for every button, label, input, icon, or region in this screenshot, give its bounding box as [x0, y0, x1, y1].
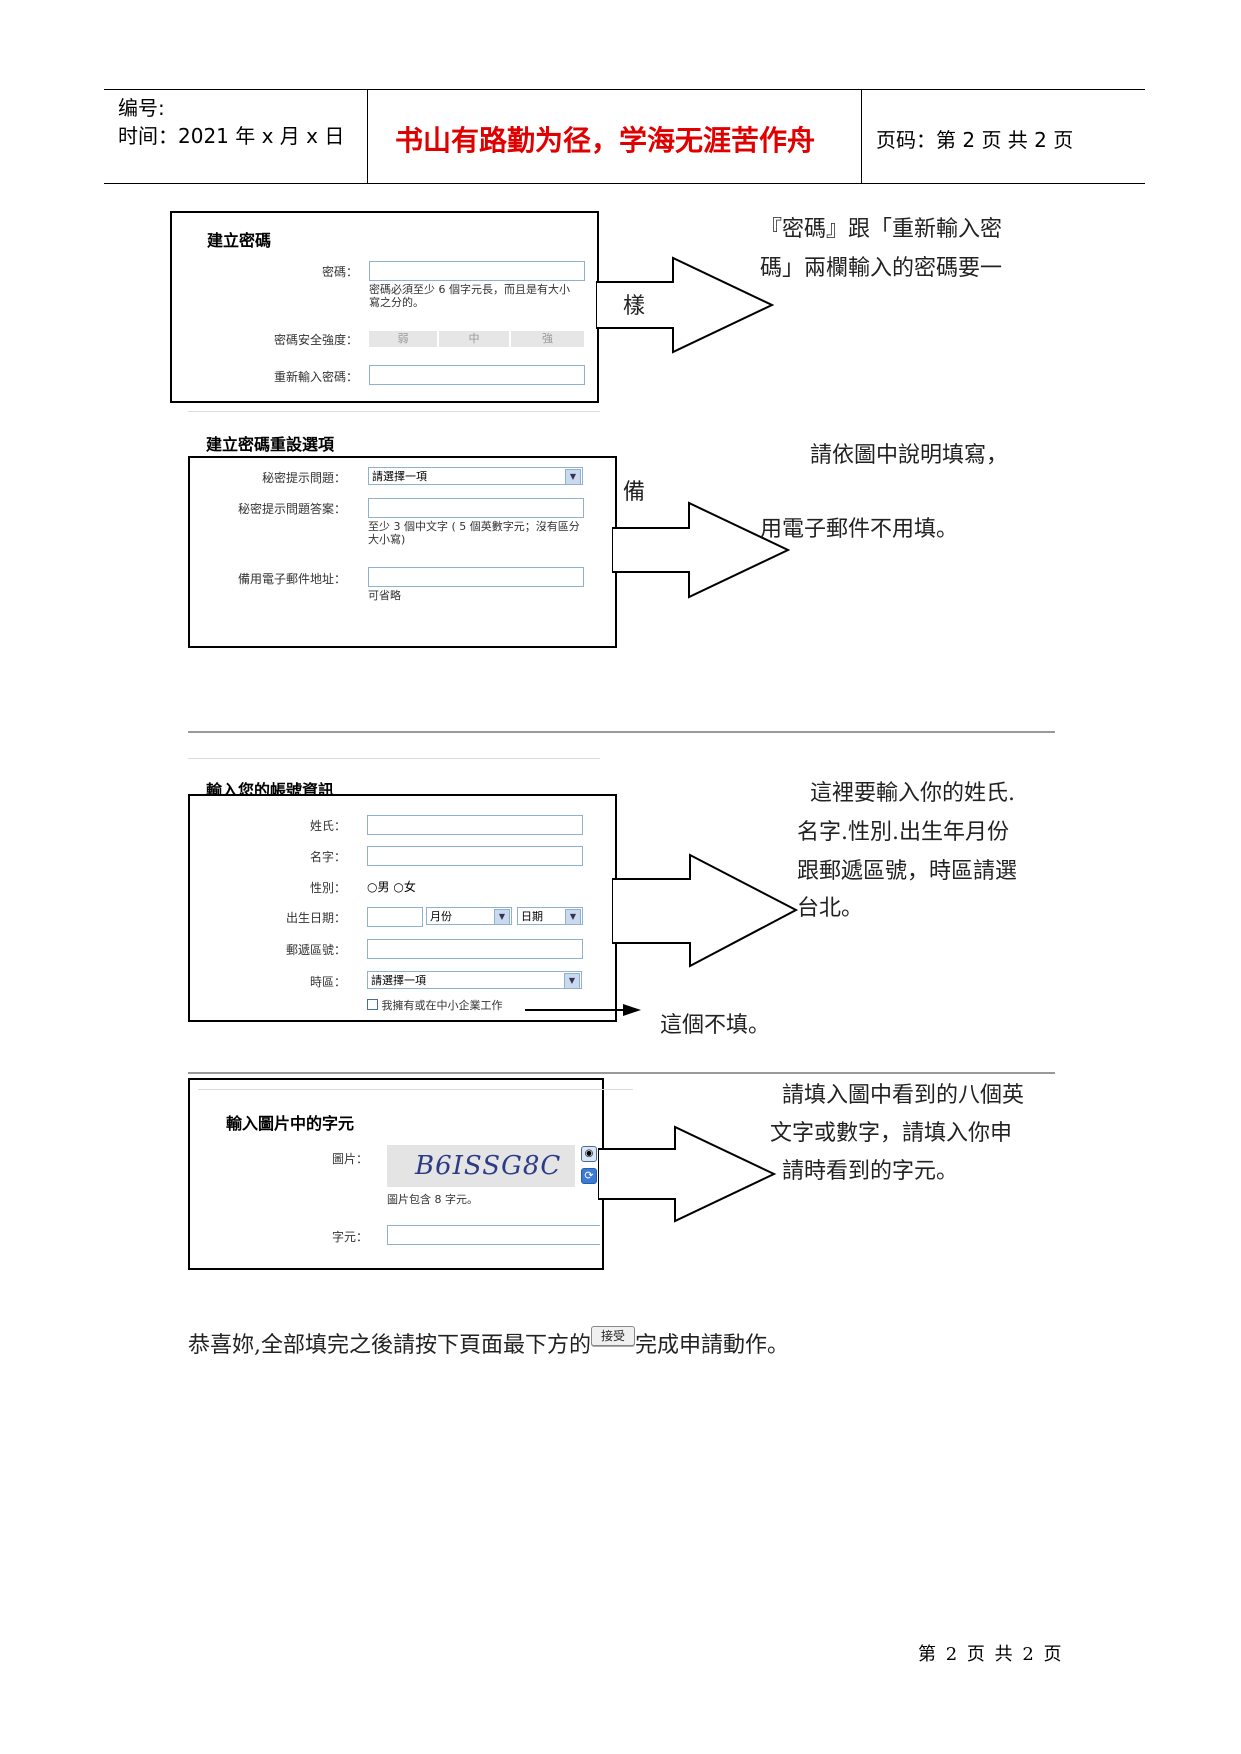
skip-note: 這個不填。 — [660, 1013, 771, 1038]
birth-day-select[interactable]: 日期 ▼ — [517, 907, 583, 925]
callout-captcha-line3: 請時看到的字元。 — [782, 1159, 959, 1184]
question-select[interactable]: 請選擇一項 ▼ — [368, 467, 583, 485]
answer-hint: 至少 3 個中文字 ( 5 個英數字元；沒有區分大小寫) — [368, 520, 580, 546]
closing-text-before: 恭喜妳,全部填完之後請按下頁面最下方的 — [188, 1333, 591, 1358]
password-input[interactable] — [369, 261, 585, 281]
backup-email-input[interactable] — [368, 567, 584, 587]
chevron-down-icon: ▼ — [565, 469, 581, 485]
callout-captcha-line2: 文字或數字，請填入你申 — [770, 1121, 1013, 1146]
callout-password-line1: 『密碼』跟「重新輸入密 — [760, 217, 1003, 242]
captcha-form-screenshot: 輸入圖片中的字元 圖片： B6ISSG8C ◉ ⟳ 圖片包含 8 字元。 字元： — [188, 1078, 633, 1270]
gender-label: 性別： — [309, 881, 346, 895]
refresh-icon[interactable]: ⟳ — [581, 1168, 597, 1184]
arrow-account — [612, 853, 799, 968]
callout-password-line3: 樣 — [623, 294, 646, 319]
answer-input[interactable] — [368, 498, 584, 518]
header-divider — [367, 90, 368, 184]
birth-day-value: 日期 — [521, 910, 543, 923]
birth-label: 出生日期： — [285, 911, 346, 925]
surname-input[interactable] — [367, 815, 583, 835]
reenter-password-input[interactable] — [369, 365, 585, 385]
closing-sentence: 恭喜妳,全部填完之後請按下頁面最下方的接受完成申請動作。 — [188, 1326, 789, 1359]
callout-reset-line1: 請依圖中說明填寫， — [810, 443, 1009, 468]
gender-male-radio[interactable]: ○ — [367, 880, 378, 894]
pointer-arrow — [525, 1004, 641, 1016]
header-bottom-rule — [104, 183, 1145, 184]
password-hint: 密碼必須至少 6 個字元長，而且是有大小寫之分的。 — [369, 283, 570, 309]
divider — [188, 758, 600, 759]
picture-label: 圖片： — [331, 1152, 368, 1166]
password-form-screenshot: 建立密碼 密碼： 密碼必須至少 6 個字元長，而且是有大小寫之分的。 密碼安全強… — [170, 211, 599, 403]
picture-hint: 圖片包含 8 字元。 — [387, 1193, 478, 1206]
chars-label: 字元： — [331, 1230, 368, 1244]
chevron-down-icon: ▼ — [564, 973, 580, 989]
timezone-select[interactable]: 請選擇一項 ▼ — [367, 971, 582, 989]
callout-account-line1: 這裡要輸入你的姓氏. — [810, 781, 1015, 806]
header-motto: 书山有路勤为径，学海无涯苦作舟 — [395, 124, 816, 157]
header-divider — [861, 90, 862, 184]
section-divider — [188, 731, 1055, 733]
strength-label: 密碼安全強度： — [273, 333, 358, 347]
chevron-down-icon: ▼ — [494, 909, 510, 925]
sme-checkbox[interactable] — [367, 999, 378, 1010]
zip-label: 郵遞區號： — [285, 943, 346, 957]
sme-option: 我擁有或在中小企業工作 — [367, 997, 503, 1013]
callout-reset-line3: 用電子郵件不用填。 — [760, 517, 959, 542]
callout-password-line2: 碼」兩欄輸入的密碼要一 — [760, 256, 1003, 281]
page-footer: 第 2 页 共 2 页 — [918, 1644, 1062, 1665]
email-hint: 可省略 — [368, 589, 401, 602]
header-page: 页码：第 2 页 共 2 页 — [876, 128, 1074, 152]
sme-checkbox-label: 我擁有或在中小企業工作 — [381, 999, 503, 1012]
callout-account-line2: 名字.性別.出生年月份 — [797, 820, 1009, 845]
timezone-label: 時區： — [309, 975, 346, 989]
captcha-form-title: 輸入圖片中的字元 — [226, 1114, 355, 1133]
divider — [198, 1089, 633, 1090]
callout-account-line3: 跟郵遞區號，時區請選 — [797, 859, 1018, 884]
accept-button[interactable]: 接受 — [591, 1326, 636, 1346]
strength-medium: 中 — [439, 331, 509, 347]
reset-form-screenshot: 秘密提示問題： 請選擇一項 ▼ 秘密提示問題答案： 至少 3 個中文字 ( 5 個… — [188, 456, 617, 648]
password-form-title: 建立密碼 — [207, 231, 272, 250]
timezone-value: 請選擇一項 — [371, 974, 426, 987]
zip-input[interactable] — [367, 939, 583, 959]
gender-female-label: 女 — [403, 880, 416, 894]
reset-form-title: 建立密碼重設選項 — [206, 435, 335, 454]
answer-label: 秘密提示問題答案： — [237, 502, 346, 516]
header-top-rule — [104, 89, 1145, 90]
closing-text-after: 完成申請動作。 — [635, 1333, 790, 1358]
name-label: 名字： — [309, 850, 346, 864]
callout-captcha-line1: 請填入圖中看到的八個英 — [782, 1083, 1025, 1108]
gender-male-label: 男 — [377, 880, 390, 894]
question-label: 秘密提示問題： — [261, 471, 346, 485]
header-time: 时间：2021 年 x 月 x 日 — [118, 124, 345, 148]
arrow-captcha — [598, 1125, 777, 1223]
section-divider — [188, 1072, 1055, 1074]
email-label: 備用電子郵件地址： — [237, 572, 346, 586]
strength-weak: 弱 — [369, 331, 437, 347]
captcha-image: B6ISSG8C — [387, 1145, 575, 1187]
birth-year-input[interactable] — [367, 907, 423, 927]
audio-icon[interactable]: ◉ — [581, 1146, 597, 1162]
divider — [188, 411, 600, 412]
captcha-input[interactable] — [387, 1225, 600, 1245]
callout-account-line4: 台北。 — [797, 896, 864, 921]
arrow-password — [596, 256, 775, 354]
strength-strong: 強 — [511, 331, 584, 347]
question-select-value: 請選擇一項 — [372, 470, 427, 483]
captcha-text: B6ISSG8C — [415, 1151, 562, 1181]
name-input[interactable] — [367, 846, 583, 866]
chevron-down-icon: ▼ — [565, 909, 581, 925]
header-number: 编号: — [118, 96, 165, 120]
reenter-password-label: 重新輸入密碼： — [273, 370, 358, 384]
birth-month-select[interactable]: 月份 ▼ — [426, 907, 512, 925]
account-form-screenshot: 姓氏： 名字： 性別： ○男 ○女 出生日期： 月份▼ 日期▼ 郵遞區號： 時區… — [188, 794, 617, 1022]
gender-female-radio[interactable]: ○ — [393, 880, 404, 894]
surname-label: 姓氏： — [309, 819, 346, 833]
arrow-reset — [612, 501, 791, 599]
gender-options: ○男 ○女 — [367, 878, 416, 895]
callout-reset-line2: 備 — [623, 480, 646, 505]
birth-month-value: 月份 — [430, 910, 452, 923]
password-label: 密碼： — [321, 265, 358, 279]
